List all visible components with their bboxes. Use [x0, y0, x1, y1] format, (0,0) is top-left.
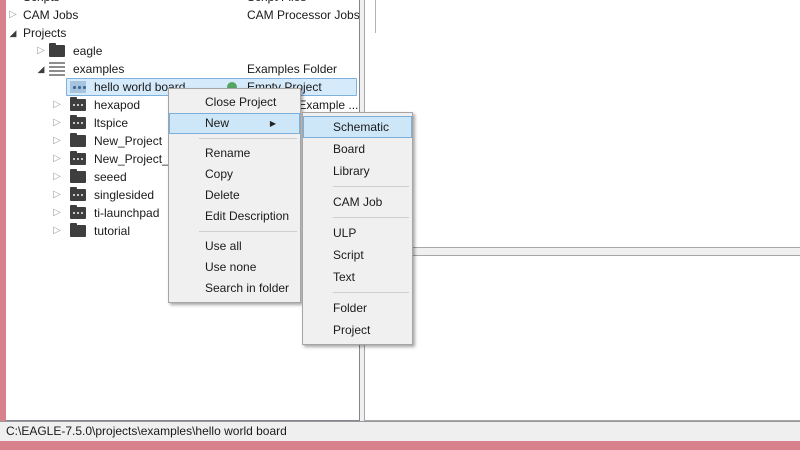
submenu-item-ulp[interactable]: ULP	[333, 226, 357, 240]
submenu-item-project[interactable]: Project	[333, 323, 371, 337]
status-bar: C:\EAGLE-7.5.0\projects\examples\hello w…	[0, 421, 800, 441]
tree-item-new-project-2[interactable]: ▷ New_Project_	[6, 150, 359, 168]
desktop-edge-bottom	[0, 441, 800, 450]
status-bar-path: C:\EAGLE-7.5.0\projects\examples\hello w…	[6, 424, 287, 438]
item-description: Examples Folder	[247, 62, 338, 76]
menu-separator	[303, 288, 412, 297]
folder-icon	[70, 223, 86, 237]
menu-item-new[interactable]: New ▶	[169, 113, 300, 134]
item-description: CAM Processor Jobs	[247, 8, 360, 22]
tree-item-projects[interactable]: ◢ Projects	[6, 24, 359, 42]
collapse-arrow-icon[interactable]: ▷	[53, 189, 61, 200]
tree-item-label: seeed	[94, 170, 127, 184]
menu-separator	[303, 182, 412, 191]
project-folder-icon	[70, 151, 86, 165]
tree-item-label: hexapod	[94, 98, 141, 112]
tree-item-ti-launchpad[interactable]: ▷ ti-launchpad	[6, 204, 359, 222]
submenu-item-text[interactable]: Text	[333, 270, 356, 284]
menu-item-edit-description[interactable]: Edit Description	[205, 209, 290, 223]
tree-item-label: New_Project_	[94, 152, 169, 166]
context-menu: Close Project New ▶ Rename Copy Delete Ed…	[168, 88, 301, 303]
project-folder-icon	[70, 97, 86, 111]
tree-item-label: ti-launchpad	[94, 206, 160, 220]
collapse-arrow-icon[interactable]: ▷	[53, 207, 61, 218]
folder-icon	[70, 169, 86, 183]
tree-item-label: New_Project	[94, 134, 163, 148]
open-project-dot-icon	[227, 82, 237, 92]
expand-arrow-icon[interactable]: ◢	[9, 28, 17, 38]
project-folder-icon	[70, 205, 86, 219]
collapse-arrow-icon[interactable]: ▷	[37, 45, 45, 56]
menu-item-label: New	[205, 116, 230, 130]
tree-item-seeed[interactable]: ▷ seeed	[6, 168, 359, 186]
tree-item-label: examples	[73, 62, 125, 76]
menu-separator	[169, 134, 300, 143]
tree-item-singlesided[interactable]: ▷ singlesided	[6, 186, 359, 204]
collapse-arrow-icon[interactable]: ▷	[53, 117, 61, 128]
stack-icon	[49, 62, 65, 76]
menu-item-use-none[interactable]: Use none	[205, 260, 257, 274]
tree-item-tutorial[interactable]: ▷ tutorial	[6, 222, 359, 240]
collapse-arrow-icon[interactable]: ▷	[53, 171, 61, 182]
tree-item-label: Projects	[23, 26, 67, 40]
submenu-item-library[interactable]: Library	[333, 164, 370, 178]
tree-item-label: tutorial	[94, 224, 131, 238]
tree-item-label: hello world board	[94, 80, 186, 94]
preview-panel-bottom	[364, 255, 800, 421]
tree-item-new-project[interactable]: ▷ New_Project	[6, 132, 359, 150]
submenu-item-schematic[interactable]: Schematic	[303, 116, 412, 138]
open-project-icon	[70, 81, 86, 93]
tree-item-cam-jobs[interactable]: ▷ CAM Jobs CAM Processor Jobs	[6, 6, 359, 24]
tree-item-ltspice[interactable]: ▷ ltspice	[6, 114, 359, 132]
menu-item-use-all[interactable]: Use all	[205, 239, 242, 253]
collapse-arrow-icon[interactable]: ▷	[7, 0, 19, 6]
project-folder-icon	[70, 115, 86, 129]
tree-item-label: singlesided	[94, 188, 155, 202]
tree-item-label: eagle	[73, 44, 103, 58]
menu-item-delete[interactable]: Delete	[205, 188, 240, 202]
collapse-arrow-icon[interactable]: ▷	[53, 135, 61, 146]
collapse-arrow-icon[interactable]: ▷	[9, 9, 17, 20]
collapse-arrow-icon[interactable]: ▷	[53, 153, 61, 164]
menu-separator	[303, 213, 412, 222]
tree-item-label: Scripts	[23, 0, 60, 6]
submenu-item-board[interactable]: Board	[333, 142, 366, 156]
tree-item-scripts[interactable]: ▷ Scripts Script Files	[6, 0, 359, 6]
new-submenu: Schematic Board Library CAM Job ULP Scri…	[302, 112, 413, 345]
submenu-item-script[interactable]: Script	[333, 248, 364, 262]
expand-arrow-icon[interactable]: ◢	[37, 64, 45, 74]
preview-panel-top	[364, 0, 800, 248]
submenu-item-cam-job[interactable]: CAM Job	[333, 195, 383, 209]
menu-item-copy[interactable]: Copy	[205, 167, 234, 181]
submenu-arrow-icon: ▶	[269, 119, 276, 128]
menu-item-close-project[interactable]: Close Project	[205, 95, 277, 109]
collapse-arrow-icon[interactable]: ▷	[53, 99, 61, 110]
desktop-edge-left	[0, 0, 6, 422]
folder-icon	[49, 43, 65, 57]
item-description: Script Files	[247, 0, 306, 6]
menu-separator	[169, 227, 300, 236]
menu-item-rename[interactable]: Rename	[205, 146, 251, 160]
submenu-item-folder[interactable]: Folder	[333, 301, 368, 315]
panel-divider-line	[375, 0, 376, 33]
tree-item-examples[interactable]: ◢ examples Examples Folder	[6, 60, 359, 78]
tree-item-label: ltspice	[94, 116, 129, 130]
tree-item-eagle[interactable]: ▷ eagle	[6, 42, 359, 60]
tree-item-label: CAM Jobs	[23, 8, 79, 22]
menu-item-search-in-folder[interactable]: Search in folder	[205, 281, 290, 295]
project-folder-icon	[70, 187, 86, 201]
collapse-arrow-icon[interactable]: ▷	[53, 225, 61, 236]
folder-icon	[70, 133, 86, 147]
